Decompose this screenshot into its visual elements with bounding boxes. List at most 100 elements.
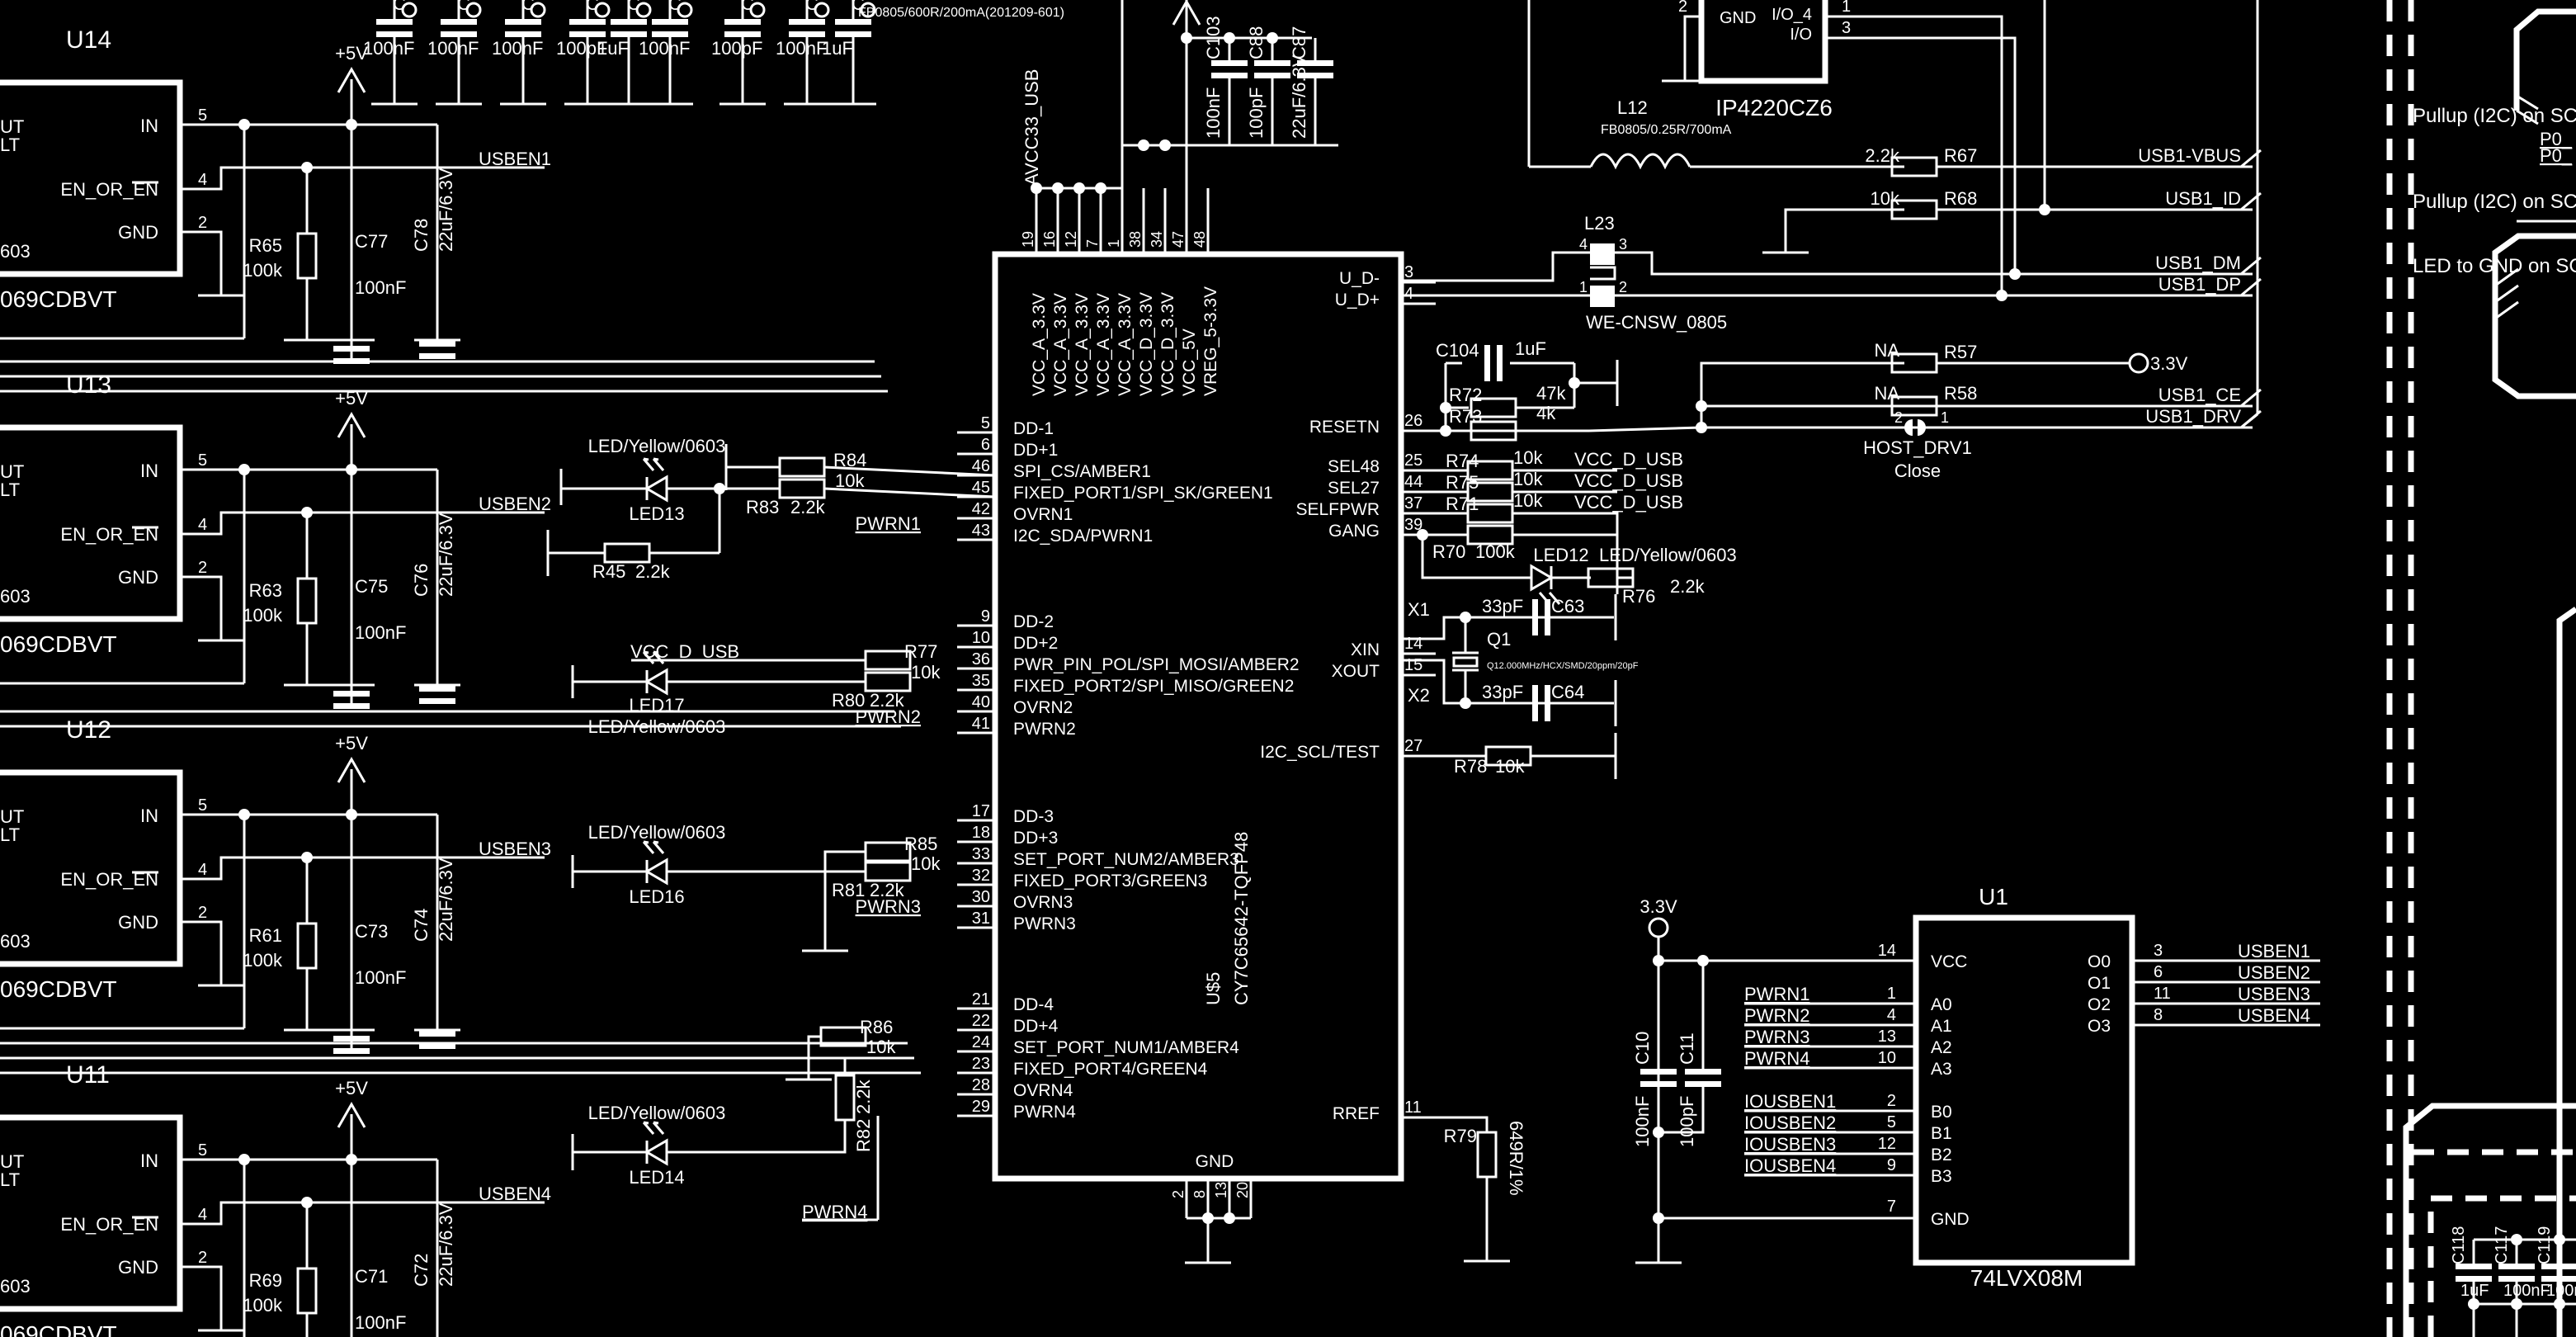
net-label-pwrn: PWRN2 <box>856 706 921 727</box>
pin-name: SPI_CS/AMBER1 <box>1013 462 1151 481</box>
resistor-ref: R63 <box>249 580 282 601</box>
power-label: +5V <box>335 1078 368 1098</box>
resistor-value: NA <box>1874 340 1899 361</box>
pin-number: 2 <box>1894 409 1903 426</box>
pin-number: 23 <box>972 1055 990 1073</box>
capacitor-ref-glyph <box>677 2 693 18</box>
led-triangle <box>644 857 668 886</box>
resistor-ref: R75 <box>1446 472 1479 493</box>
pin-name: DD+3 <box>1013 829 1058 848</box>
resistor-ref: R68 <box>1944 188 1977 209</box>
pin-number: 12 <box>1063 231 1079 248</box>
pin-number: 17 <box>972 802 990 820</box>
pin-label: UT <box>0 461 24 482</box>
pin-label: UT <box>0 806 24 827</box>
capacitor-ref: C <box>668 0 682 14</box>
capacitor-ref: C <box>521 0 535 14</box>
pin-number: 1 <box>1842 0 1851 16</box>
capacitor <box>2541 1264 2576 1282</box>
resistor-ref: R73 <box>1449 406 1482 427</box>
wire <box>1825 15 2003 295</box>
capacitor <box>333 691 370 709</box>
resistor-value: 2.2k <box>870 690 905 711</box>
pin-name: RESETN <box>1309 418 1380 437</box>
connector-pin <box>2516 109 2539 125</box>
package-label: 603 <box>0 931 31 952</box>
power-label: +5V <box>335 733 368 754</box>
pin-number: 14 <box>1404 635 1422 653</box>
regulator-u14 <box>0 79 183 277</box>
led-part: LED/Yellow/0603 <box>1599 545 1737 565</box>
pin-name: O0 <box>2088 952 2111 971</box>
capacitor-value: 1uF <box>1515 338 1546 359</box>
pin-label: IN <box>140 1150 158 1171</box>
pin-name: I/O <box>1790 26 1812 44</box>
pin-number: 13 <box>1878 1028 1896 1046</box>
pin-number: 4 <box>1579 236 1588 253</box>
part-number: 069CDBVT <box>0 631 117 657</box>
resistor-value: 649R/1% <box>1506 1121 1526 1196</box>
net-label-pwrn: PWRN1 <box>1744 984 1809 1004</box>
net-label-iousben: IOUSBEN2 <box>1744 1113 1836 1133</box>
capacitor-ref: C76 <box>411 564 432 597</box>
capacitor-value: 100nF <box>2546 1282 2576 1300</box>
regulator-ref: U12 <box>66 716 111 744</box>
pin-number: 18 <box>972 824 990 842</box>
pin-number: 1 <box>1887 985 1896 1003</box>
capacitor <box>2498 1264 2535 1282</box>
pin-name: GANG <box>1328 522 1380 541</box>
capacitor-plate <box>419 353 455 359</box>
wire <box>180 575 223 640</box>
pin-name: FIXED_PORT3/GREEN3 <box>1013 872 1207 891</box>
power-arrow-icon <box>337 1101 366 1128</box>
resistor-R79 <box>1476 1131 1498 1179</box>
decoupling-capacitor <box>611 19 647 37</box>
choke-winding <box>1590 243 1615 265</box>
capacitor-value: 100nF <box>355 277 406 298</box>
led-ref: LED14 <box>629 1167 684 1188</box>
resistor-U11 <box>296 1267 318 1315</box>
pin-name: FIXED_PORT4/GREEN4 <box>1013 1060 1208 1079</box>
resistor-R74 <box>1466 460 1514 481</box>
resistor-ref: R85 <box>904 834 937 854</box>
led-triangle <box>644 1138 668 1166</box>
and-gate-ic-body <box>1913 914 2135 1266</box>
capacitor-plate <box>611 31 647 37</box>
pin-number: 10 <box>1878 1049 1896 1067</box>
resistor-U13 <box>296 577 318 625</box>
frame-dash <box>2427 1195 2576 1337</box>
resistor-R77 <box>864 650 912 671</box>
pin-number: 2 <box>198 214 207 232</box>
wire <box>1825 36 2017 274</box>
capacitor-C64 <box>1532 685 1550 721</box>
resistor-ref: R61 <box>249 925 282 946</box>
pin-number: 10 <box>972 629 990 647</box>
resistor-value: 47k <box>1536 383 1566 404</box>
resistor-ref: R76 <box>1622 586 1655 607</box>
pin-name: VCC_D_3.3V <box>1158 292 1177 396</box>
junction-dot <box>1095 182 1106 194</box>
net-label-iousben: IOUSBEN3 <box>1744 1134 1836 1155</box>
resistor-ref: R79 <box>1444 1126 1477 1146</box>
wire <box>180 230 223 295</box>
regulator-ref: U13 <box>66 371 111 399</box>
pin-name: VCC_A_3.3V <box>1030 293 1049 396</box>
pin-number: 43 <box>972 522 990 540</box>
capacitor-C104 <box>1484 345 1503 381</box>
junction-dot <box>1996 290 2007 301</box>
resistor-R70 <box>1466 524 1514 546</box>
power-arrow-icon <box>337 411 366 438</box>
capacitor-plate <box>1297 60 1333 66</box>
pin-number: 8 <box>1191 1190 1208 1198</box>
capacitor-value: 22uF/6.3V <box>436 1202 456 1287</box>
connector-outline <box>2556 607 2576 1337</box>
pin-number: 15 <box>1404 656 1422 674</box>
pin-name: SET_PORT_NUM1/AMBER4 <box>1013 1038 1239 1057</box>
resistor-R67 <box>1890 156 1938 177</box>
capacitor-ref: C118 <box>2450 1226 2468 1264</box>
capacitor-value: 100nF <box>776 38 827 59</box>
power-label: +5V <box>335 388 368 409</box>
pin-name: O1 <box>2088 974 2111 993</box>
capacitor-ref: C73 <box>355 921 388 942</box>
junction-dot <box>1224 1212 1235 1224</box>
